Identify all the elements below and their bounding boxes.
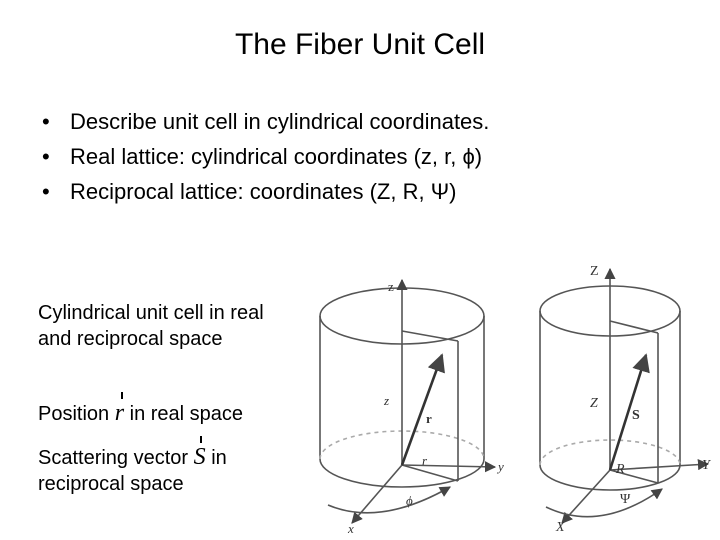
reciprocal-top-radius (609, 320, 659, 334)
position-vector-symbol: r (114, 392, 125, 426)
caption-scattering-prefix: Scattering vector (38, 447, 189, 469)
caption-position-suffix: in real space (129, 403, 244, 425)
reciprocal-scattering-vector (608, 353, 650, 471)
vector-bar-icon (199, 436, 202, 443)
bullet-item: • Reciprocal lattice: coordinates (Z, R, … (42, 174, 489, 209)
reciprocal-radius-label: R (615, 462, 625, 477)
reciprocal-bottom-arc (539, 464, 681, 491)
bullet-item: • Real lattice: cylindrical coordinates (… (42, 139, 489, 174)
real-y-axis (401, 461, 497, 473)
reciprocal-x-axis (561, 469, 611, 524)
bullet-item: • Describe unit cell in cylindrical coord… (42, 104, 489, 139)
scattering-vector-symbol: S (193, 436, 206, 470)
bullet-text: Reciprocal lattice: coordinates (Z, R, Ψ… (70, 179, 457, 204)
slide-title: The Fiber Unit Cell (234, 28, 486, 61)
caption-scattering: Scattering vector S in reciprocal space (38, 436, 227, 497)
caption-position-prefix: Position (38, 403, 110, 425)
reciprocal-height-label: Z (590, 396, 598, 411)
reciprocal-space-cylinder (539, 267, 710, 524)
reciprocal-vector-label: S (632, 408, 640, 423)
reciprocal-radius-line (609, 469, 659, 484)
caption-intro: Cylindrical unit cell in real and recipr… (38, 302, 264, 350)
real-z-axis-label: z (388, 279, 394, 294)
real-position-vector (400, 353, 445, 466)
reciprocal-z-axis-label: Z (590, 264, 599, 279)
scattering-symbol-letter: S (193, 444, 206, 470)
caption-scattering-suffix: in (211, 447, 227, 469)
real-bottom-arc (319, 458, 485, 488)
real-radius-label: r (422, 453, 428, 468)
vector-bar-icon (120, 392, 123, 399)
reciprocal-angle-label: Ψ (620, 492, 631, 507)
bullet-dot: • (42, 179, 50, 204)
real-space-cylinder (319, 278, 497, 524)
position-symbol-letter: r (114, 400, 125, 426)
real-y-axis-label: y (496, 459, 504, 474)
real-angle-arc (327, 486, 451, 514)
reciprocal-y-axis (609, 459, 710, 471)
reciprocal-x-axis-label: X (555, 520, 565, 535)
reciprocal-y-axis-label: Y (702, 458, 712, 473)
real-x-axis (351, 464, 403, 524)
real-top-radius (401, 330, 459, 342)
bullet-dot: • (42, 144, 50, 169)
bullet-dot: • (42, 109, 50, 134)
real-x-axis-label: x (347, 521, 354, 536)
real-angle-label: ϕ (406, 493, 413, 508)
caption-scattering-line2: reciprocal space (38, 473, 184, 495)
bullet-list: • Describe unit cell in cylindrical coord… (42, 104, 489, 209)
caption-scattering-line1: Scattering vector S in (38, 436, 227, 471)
real-radius-line (401, 464, 459, 482)
cylinder-diagram: z y x z r ϕ r Z Y X Z S Ψ R (319, 264, 712, 536)
real-height-label: z (383, 393, 389, 408)
caption-position: Position r in real space (38, 392, 244, 427)
reciprocal-angle-arc (545, 488, 663, 518)
real-vector-label: r (426, 411, 432, 426)
bullet-text: Describe unit cell in cylindrical coordi… (70, 109, 490, 134)
bullet-text: Real lattice: cylindrical coordinates (z… (70, 144, 483, 169)
